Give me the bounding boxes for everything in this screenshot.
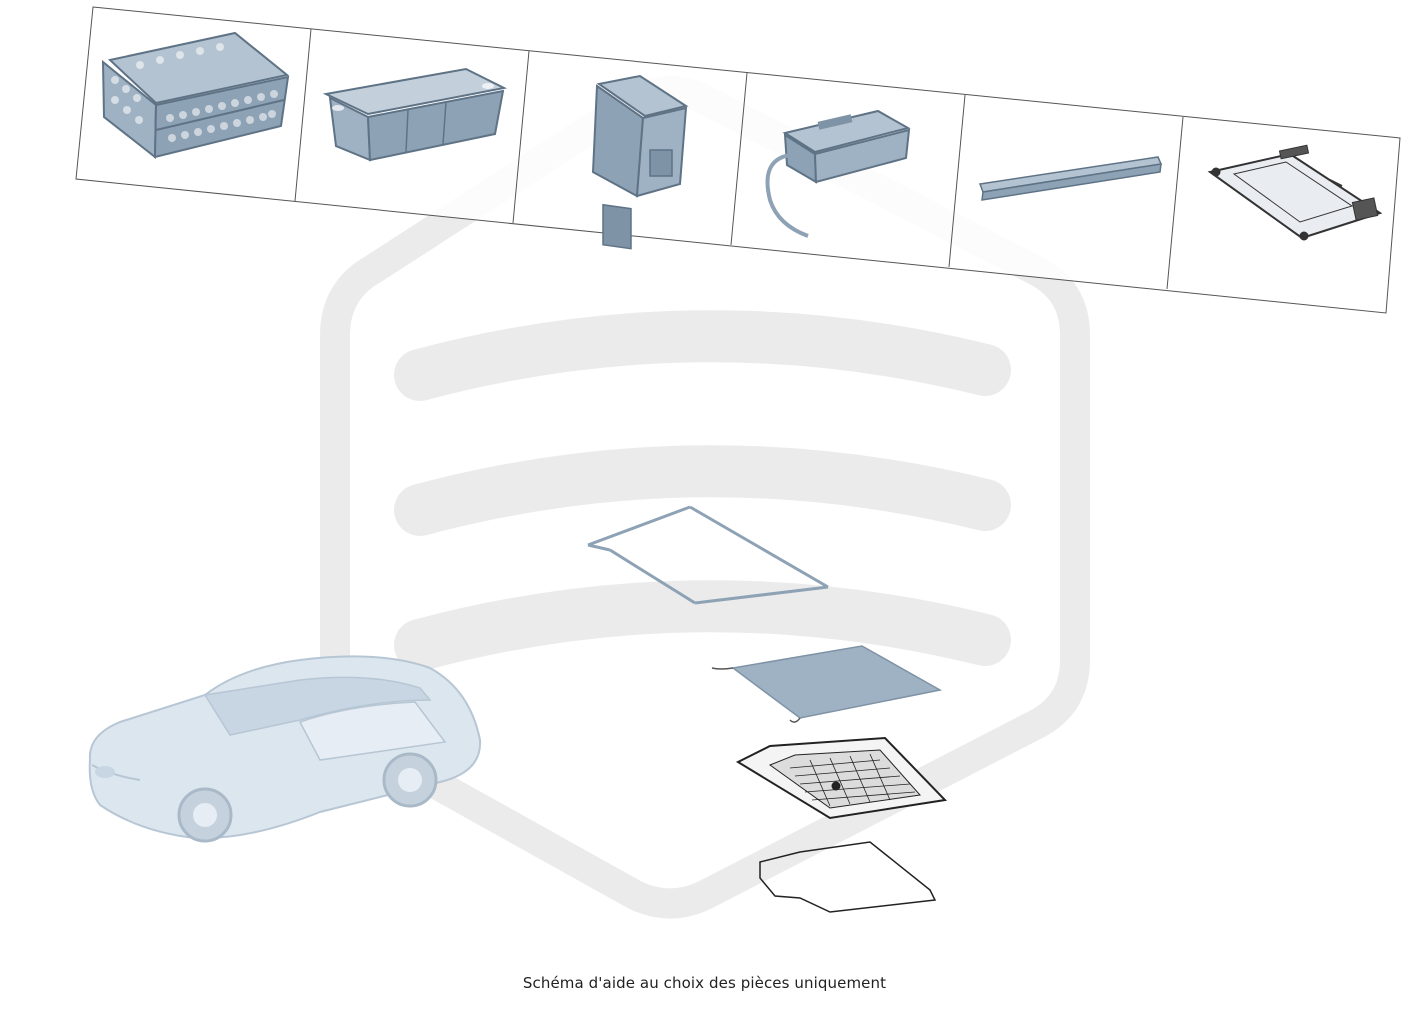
floor-mat-icon [759,841,937,913]
strip-divider [730,72,748,246]
strip-divider [1166,116,1184,290]
diagram-caption: Schéma d'aide au choix des pièces unique… [522,974,887,992]
part-strip [75,6,1401,314]
net-frame-icon [587,505,829,605]
watermark-logo [320,76,1090,919]
crate-icon[interactable] [101,31,290,160]
strip-divider [512,50,530,224]
tray-icon[interactable] [322,67,508,162]
cooler-icon[interactable] [765,109,911,238]
part-strip-border [75,6,1401,314]
tray-liner-icon [735,736,948,820]
mat-panel-icon [711,645,943,723]
roller-frame-icon[interactable] [1207,144,1383,241]
box-icon[interactable] [591,74,689,250]
sedan-car-icon [88,655,482,843]
strip-divider [294,28,312,202]
bar-icon[interactable] [978,156,1163,201]
strip-divider [948,94,966,268]
